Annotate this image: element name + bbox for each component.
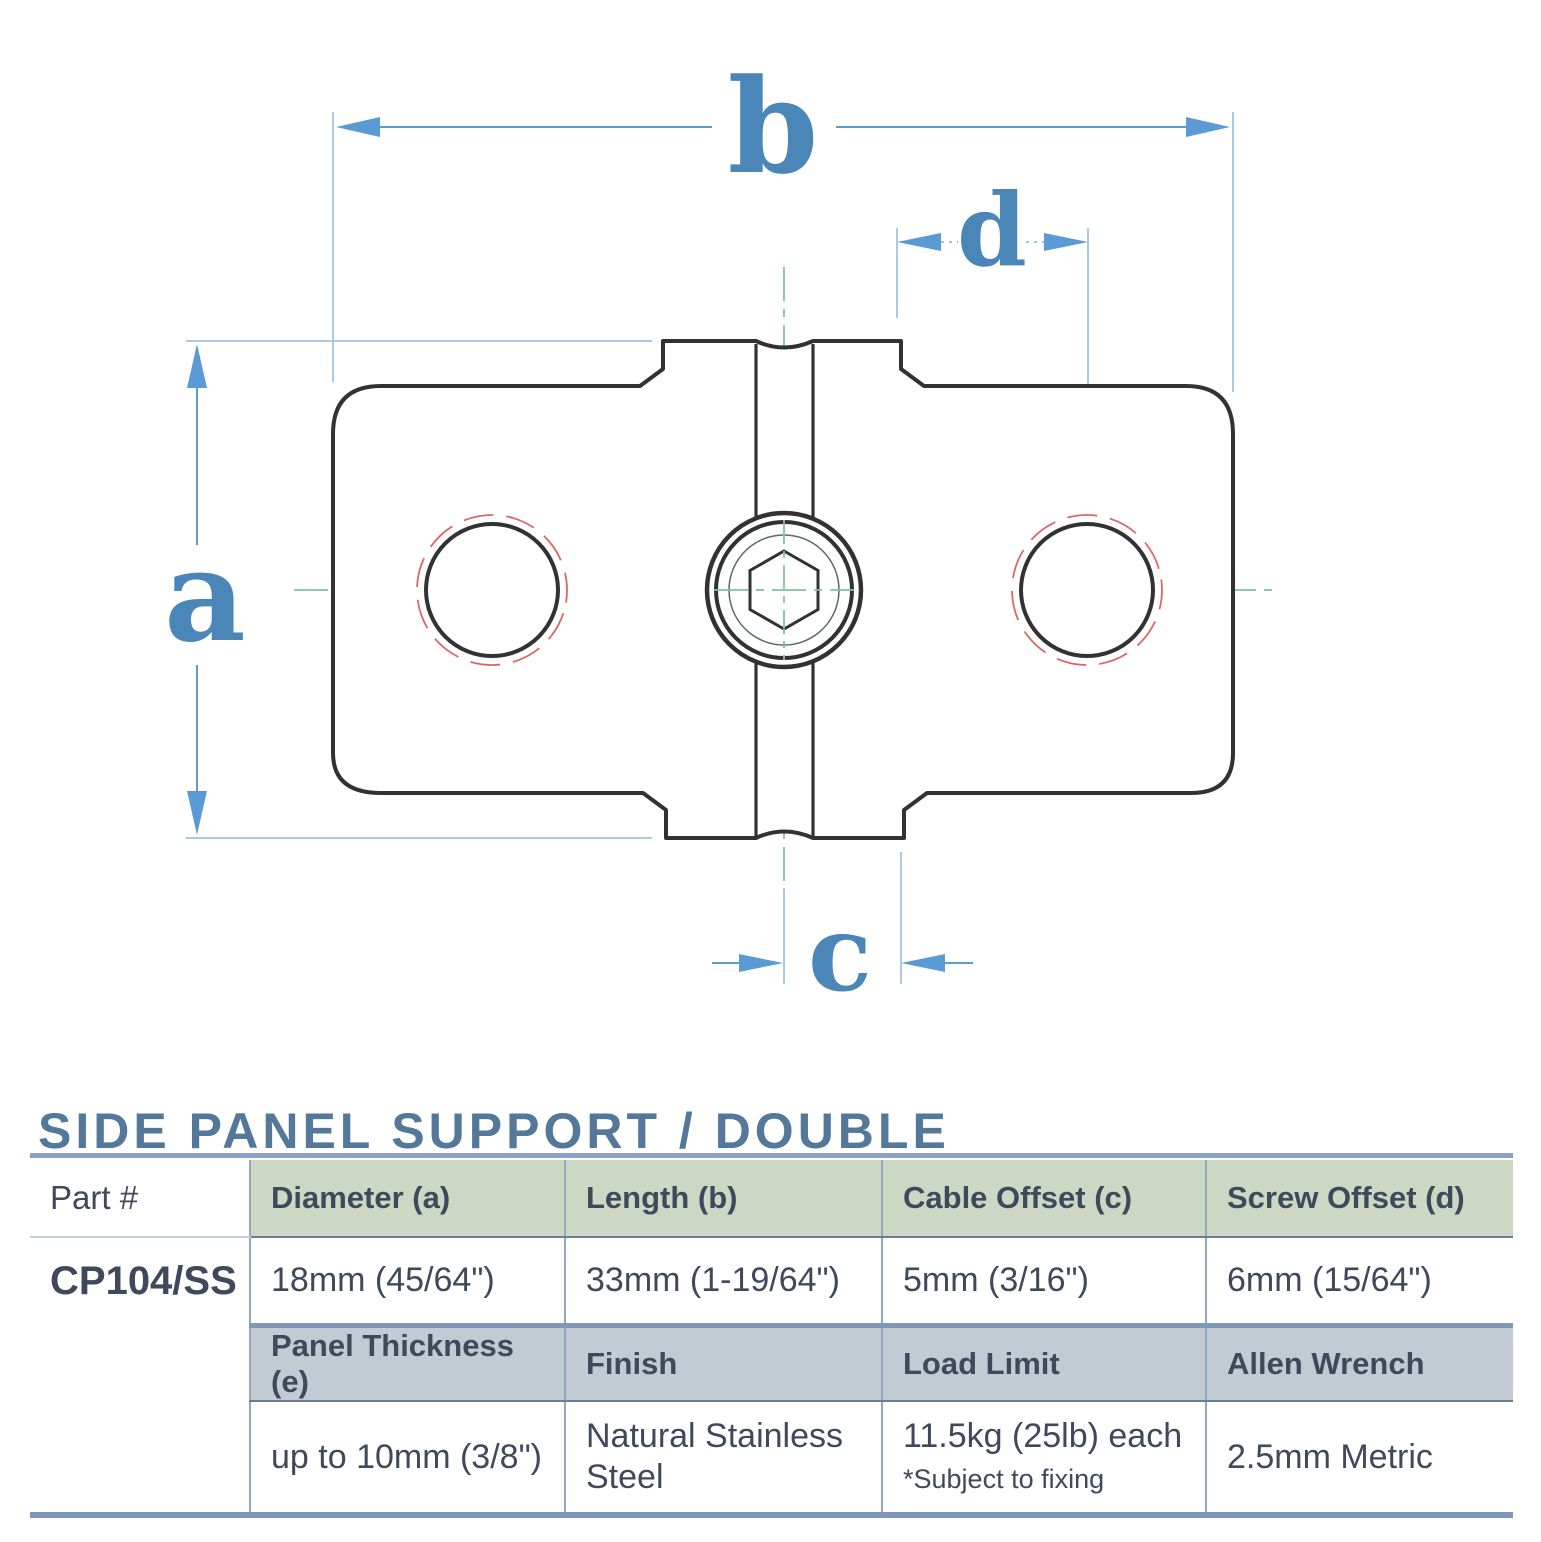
arrow-left-tip [901,954,945,972]
dimension-b: b [336,50,1230,203]
col-header-cable-offset: Cable Offset (c) [881,1160,1206,1238]
arrow-up [187,344,207,388]
col-header-screw-offset: Screw Offset (d) [1205,1160,1513,1238]
page-title: SIDE PANEL SUPPORT / DOUBLE [38,1103,950,1159]
arrow-left [897,233,941,251]
dimension-a: a [164,344,246,835]
data-row-1: CP104/SS 18mm (45/64") 33mm (1-19/64") 5… [30,1237,1513,1326]
col-header-panel-thickness: Panel Thickness (e) [249,1323,565,1402]
dim-label-b: b [728,50,819,203]
header-row-2: Panel Thickness (e) Finish Load Limit Al… [30,1323,1513,1402]
dim-label-a: a [164,522,246,670]
arrow-right-tip [739,954,783,972]
right-hole-clearance [1011,514,1163,666]
value-allen-wrench: 2.5mm Metric [1205,1401,1513,1518]
left-hole [424,522,560,658]
dim-label-d: d [957,171,1027,289]
value-cable-offset: 5mm (3/16") [881,1237,1206,1326]
value-finish: Natural Stainless Steel [564,1401,882,1518]
data-row-2: up to 10mm (3/8") Natural Stainless Stee… [30,1401,1513,1518]
col-header-length: Length (b) [564,1160,882,1238]
header-row-1: Part # Diameter (a) Length (b) Cable Off… [30,1160,1513,1238]
socket-screw [704,510,864,670]
col-header-finish: Finish [564,1323,882,1402]
dimension-d: d [897,171,1088,289]
arrow-down [187,791,207,835]
value-screw-offset: 6mm (15/64") [1205,1237,1513,1326]
title-rule [30,1153,1513,1158]
part-number: CP104/SS [30,1237,250,1326]
empty-cell [30,1401,250,1518]
value-panel-thickness: up to 10mm (3/8") [249,1401,565,1518]
right-hole [1019,522,1155,658]
load-limit-value: 11.5kg (25lb) each [903,1417,1183,1456]
value-load-limit: 11.5kg (25lb) each *Subject to fixing [881,1401,1206,1518]
col-header-diameter: Diameter (a) [249,1160,565,1238]
load-limit-note: *Subject to fixing [903,1464,1105,1494]
dim-label-c: c [808,891,872,1015]
col-header-load-limit: Load Limit [881,1323,1206,1402]
technical-drawing: b d a c [164,50,1272,1015]
arrow-right [1186,117,1230,137]
left-hole-clearance [416,514,568,666]
arrow-left [336,117,380,137]
empty-cell [30,1325,250,1401]
spec-table: Part # Diameter (a) Length (b) Cable Off… [30,1160,1513,1518]
extension-lines [186,112,1234,984]
col-header-part: Part # [30,1160,250,1238]
value-diameter: 18mm (45/64") [249,1237,565,1326]
col-header-allen-wrench: Allen Wrench [1205,1323,1513,1402]
arrow-right [1044,233,1088,251]
value-length: 33mm (1-19/64") [564,1237,882,1326]
dimension-c: c [712,891,973,1015]
